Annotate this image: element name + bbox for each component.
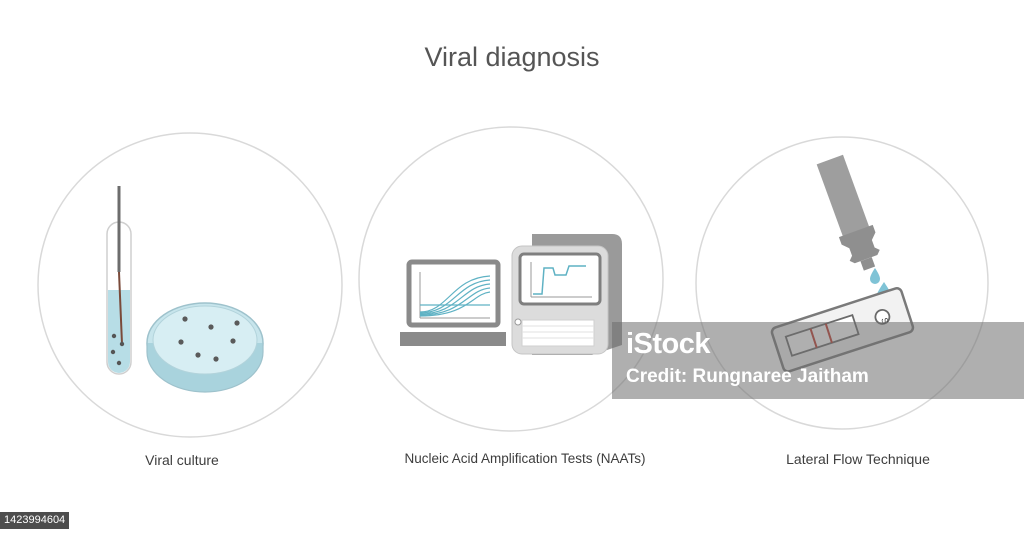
diagram-title: Viral diagnosis: [424, 42, 600, 72]
virus-particles-tube: [110, 333, 125, 366]
panel-circle-naat: [358, 126, 664, 432]
stock-watermark: iStock Credit: Rungnaree Jaitham: [612, 322, 1024, 399]
watermark-logo: iStock: [626, 328, 711, 360]
caption-naats: Nucleic Acid Amplification Tests (NAATs): [404, 451, 646, 466]
amplification-curves: [419, 275, 491, 317]
laptop-icon: [400, 259, 506, 346]
watermark-credit: Credit: Rungnaree Jaitham: [626, 366, 869, 387]
caption-lateral-flow: Lateral Flow Technique: [786, 451, 930, 467]
dropper-icon: [816, 154, 880, 271]
test-tube-icon: [106, 186, 132, 375]
petri-dish-icon: [146, 302, 264, 393]
panel-circle-lateral-flow: [695, 136, 989, 430]
caption-viral-culture: Viral culture: [145, 452, 219, 468]
image-id-badge: 1423994604: [0, 512, 70, 529]
pcr-machine-icon: [511, 234, 622, 355]
cassette-sample-mark: S: [879, 316, 890, 325]
panel-circle-culture: [37, 132, 343, 438]
virus-particles-dish: [178, 316, 240, 362]
